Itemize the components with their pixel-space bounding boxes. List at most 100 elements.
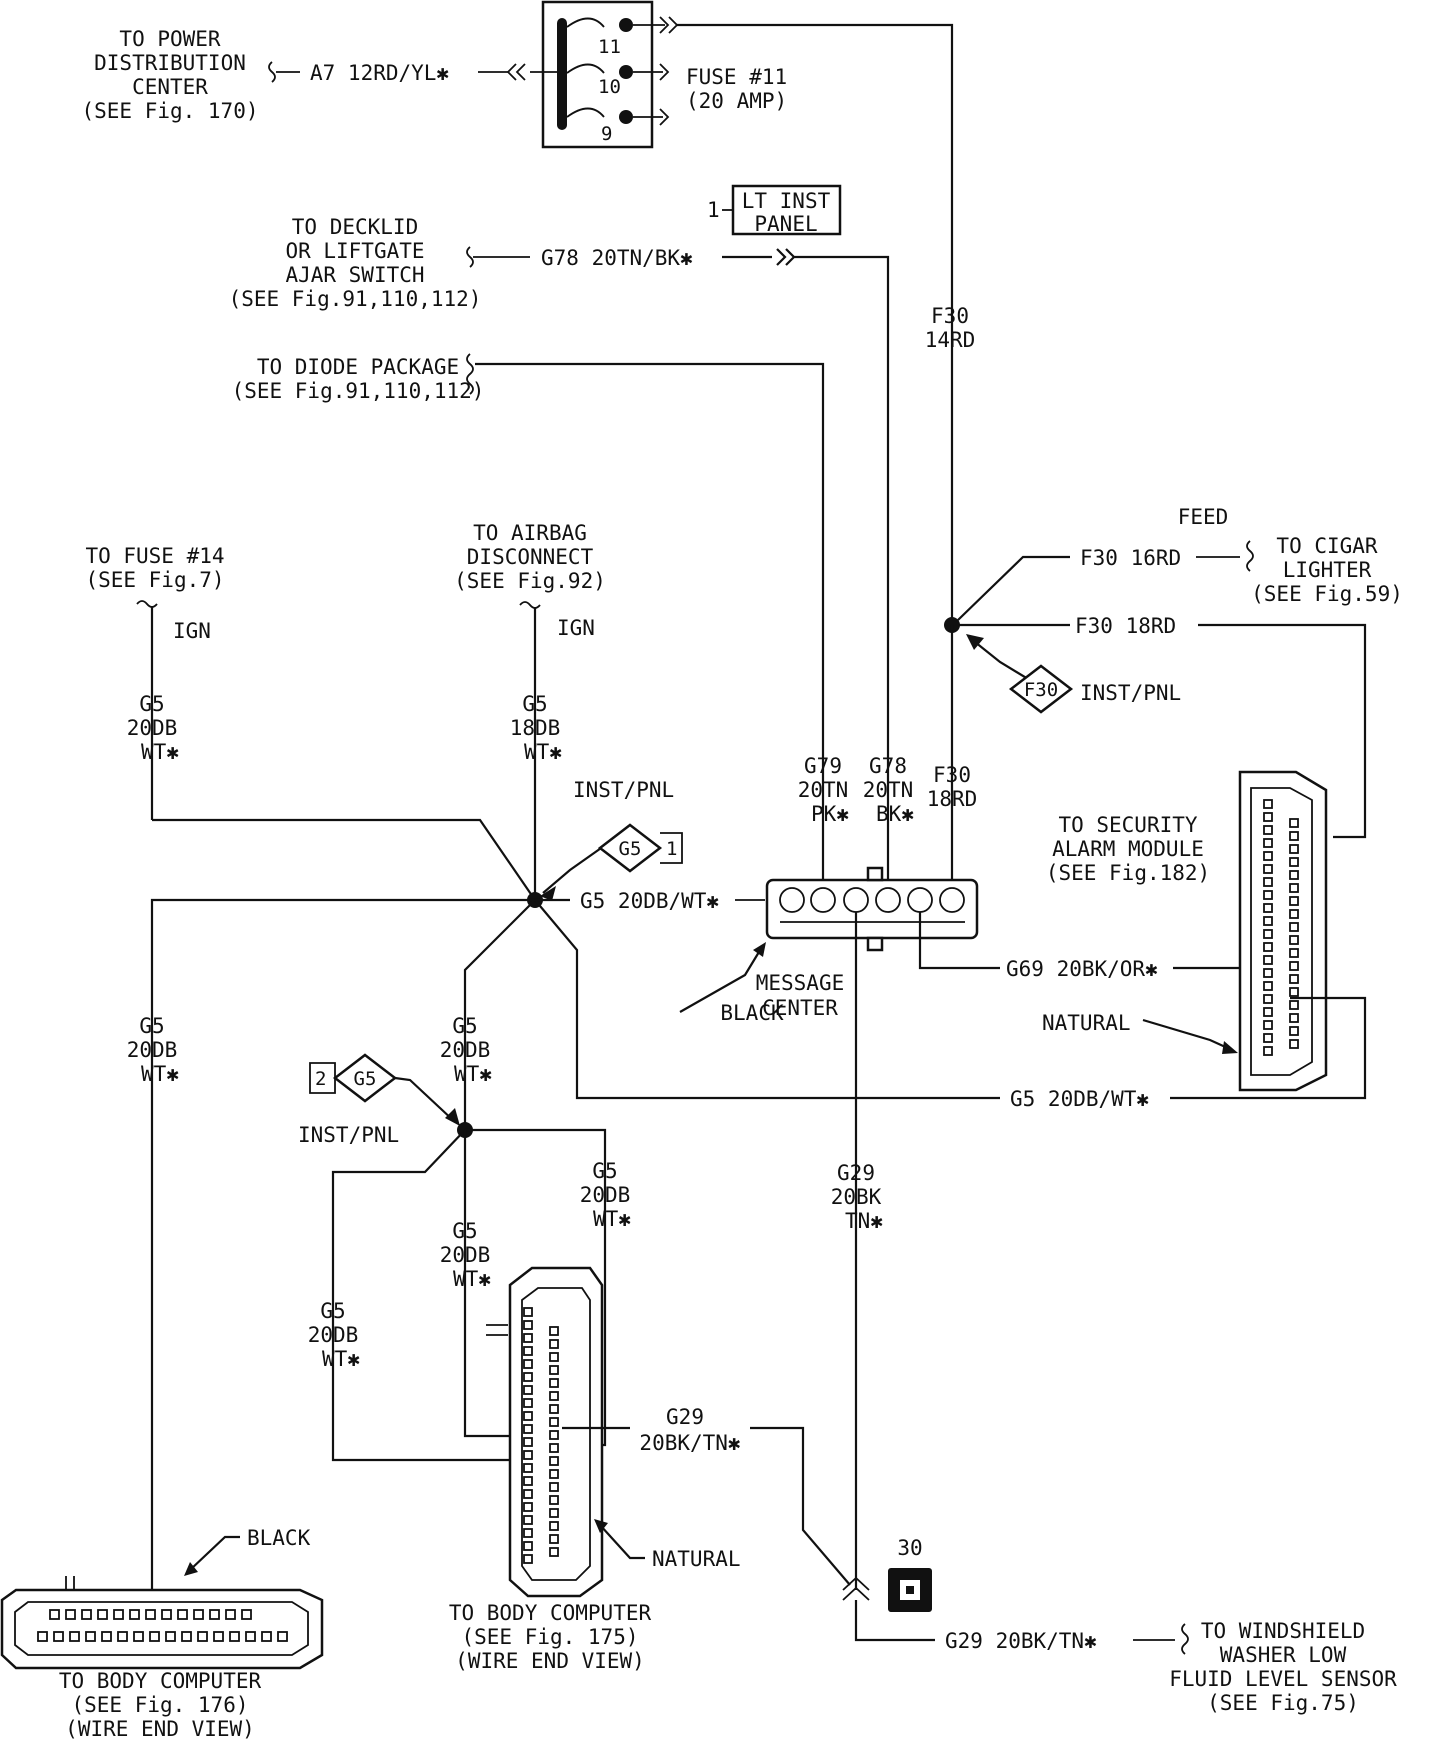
svg-text:TO CIGAR: TO CIGAR	[1276, 534, 1378, 558]
connector-pin	[523, 1372, 533, 1382]
svg-text:2: 2	[315, 1068, 326, 1090]
connector-pin	[1289, 1000, 1299, 1010]
svg-text:F30: F30	[1024, 679, 1058, 701]
svg-text:TO WINDSHIELD: TO WINDSHIELD	[1201, 1619, 1365, 1643]
connector-pin	[129, 1609, 140, 1620]
connector-pin	[549, 1469, 559, 1479]
connector-pin	[1263, 838, 1273, 848]
svg-text:WT✱: WT✱	[524, 740, 562, 764]
svg-text:(SEE Fig.91,110,112): (SEE Fig.91,110,112)	[232, 379, 485, 403]
f30-msg-label: F30 18RD	[927, 763, 978, 811]
svg-text:G78: G78	[869, 754, 907, 778]
connector-pin	[1263, 877, 1273, 887]
svg-text:PK✱: PK✱	[811, 802, 849, 826]
connector-pin	[549, 1417, 559, 1427]
svg-text:DISCONNECT: DISCONNECT	[467, 545, 594, 569]
g5-upper-splice-tag: G5 1	[597, 823, 683, 873]
svg-text:1: 1	[666, 838, 677, 860]
connector-pin	[161, 1609, 172, 1620]
airbag-ign: IGN	[557, 616, 595, 640]
f30-main-label: F30	[931, 304, 969, 328]
svg-text:(SEE Fig. 175): (SEE Fig. 175)	[461, 1625, 638, 1649]
connector-pin	[1289, 909, 1299, 919]
connector-pin	[549, 1339, 559, 1349]
body-176-color: BLACK	[247, 1526, 311, 1550]
connector-pin	[549, 1534, 559, 1544]
svg-text:(WIRE END VIEW): (WIRE END VIEW)	[455, 1649, 645, 1673]
svg-text:20DB: 20DB	[440, 1243, 491, 1267]
connector-pin	[523, 1411, 533, 1421]
security-alarm-connector	[1238, 770, 1328, 1092]
connector-pin	[523, 1489, 533, 1499]
connector-pin	[523, 1424, 533, 1434]
f30-16rd-label: F30 16RD	[1080, 546, 1181, 570]
g5-branch-right-label: G5 20DB WT✱	[580, 1159, 632, 1231]
connector-pin	[1263, 851, 1273, 861]
fuse-cavity-11: 11	[598, 36, 621, 58]
connector-pin	[523, 1476, 533, 1486]
body-computer-175-ref: TO BODY COMPUTER (SEE Fig. 175) (WIRE EN…	[449, 1601, 652, 1673]
svg-text:WT✱: WT✱	[141, 1062, 179, 1086]
feed-label: FEED	[1178, 505, 1229, 529]
connector-pin	[245, 1631, 256, 1642]
connector-pin	[523, 1333, 533, 1343]
g29-connector-label: G29 20BK/TN✱	[639, 1405, 741, 1455]
connector-pin	[1289, 831, 1299, 841]
connector-pin	[1263, 1007, 1273, 1017]
svg-text:(SEE Fig.75): (SEE Fig.75)	[1207, 1691, 1359, 1715]
svg-text:(SEE Fig. 170): (SEE Fig. 170)	[81, 99, 258, 123]
connector-pin	[1289, 883, 1299, 893]
cigar-lighter-ref: TO CIGAR LIGHTER (SEE Fig.59)	[1251, 534, 1403, 606]
svg-text:G5: G5	[592, 1159, 617, 1183]
connector-pin	[229, 1631, 240, 1642]
svg-text:TO DECKLID: TO DECKLID	[292, 215, 418, 239]
connector-pin	[549, 1365, 559, 1375]
svg-text:(SEE Fig.92): (SEE Fig.92)	[454, 569, 606, 593]
svg-text:WASHER LOW: WASHER LOW	[1220, 1643, 1347, 1667]
connector-pin	[549, 1326, 559, 1336]
connector-pin	[1289, 961, 1299, 971]
connector-pin	[523, 1320, 533, 1330]
body-computer-175-connector	[486, 1266, 604, 1598]
body-computer-176-connector	[0, 1576, 324, 1670]
connector-pin	[523, 1307, 533, 1317]
svg-text:G29: G29	[666, 1405, 704, 1429]
fuse14-ref: TO FUSE #14 (SEE Fig.7)	[85, 544, 224, 592]
svg-text:PANEL: PANEL	[754, 212, 817, 236]
connector-pin	[181, 1631, 192, 1642]
connector-pin	[549, 1391, 559, 1401]
g5-msg-wire-label: G5 20DB/WT✱	[580, 889, 719, 913]
g78-msg-label: G78 20TN BK✱	[863, 754, 915, 826]
svg-text:G5: G5	[619, 838, 642, 860]
connector-pin	[193, 1609, 204, 1620]
g69-wire-label: G69 20BK/OR✱	[1006, 957, 1158, 981]
connector-pin	[1289, 870, 1299, 880]
svg-text:20BK/TN✱: 20BK/TN✱	[639, 1431, 741, 1455]
svg-text:G5: G5	[522, 692, 547, 716]
airbag-disconnect-ref: TO AIRBAG DISCONNECT (SEE Fig.92)	[454, 521, 606, 593]
svg-text:BK✱: BK✱	[876, 802, 914, 826]
connector-pin	[209, 1609, 220, 1620]
connector-pin	[549, 1495, 559, 1505]
connector-pin	[1263, 929, 1273, 939]
connector-pin	[1263, 864, 1273, 874]
connector-pin	[523, 1437, 533, 1447]
connector-pin	[165, 1631, 176, 1642]
message-center-label: MESSAGE	[756, 971, 845, 995]
connector-pin	[1289, 844, 1299, 854]
g5-long-wire-label: G5 20DB/WT✱	[1010, 1087, 1149, 1111]
connector-pin	[549, 1404, 559, 1414]
g29-bottom-wire-label: G29 20BK/TN✱	[945, 1629, 1097, 1653]
decklid-switch-ref: TO DECKLID OR LIFTGATE AJAR SWITCH (SEE …	[229, 215, 482, 311]
svg-text:18DB: 18DB	[510, 716, 561, 740]
connector-pin	[133, 1631, 144, 1642]
connector-pin	[1289, 1013, 1299, 1023]
message-center-color: BLACK	[720, 1001, 784, 1025]
fuse-label: FUSE #11	[686, 65, 787, 89]
svg-text:G5: G5	[320, 1299, 345, 1323]
svg-text:WT✱: WT✱	[453, 1267, 491, 1291]
diode-package-ref: TO DIODE PACKAGE (SEE Fig.91,110,112)	[232, 355, 485, 403]
connector-pin	[65, 1609, 76, 1620]
connector-pin	[1263, 812, 1273, 822]
svg-text:G29: G29	[837, 1161, 875, 1185]
